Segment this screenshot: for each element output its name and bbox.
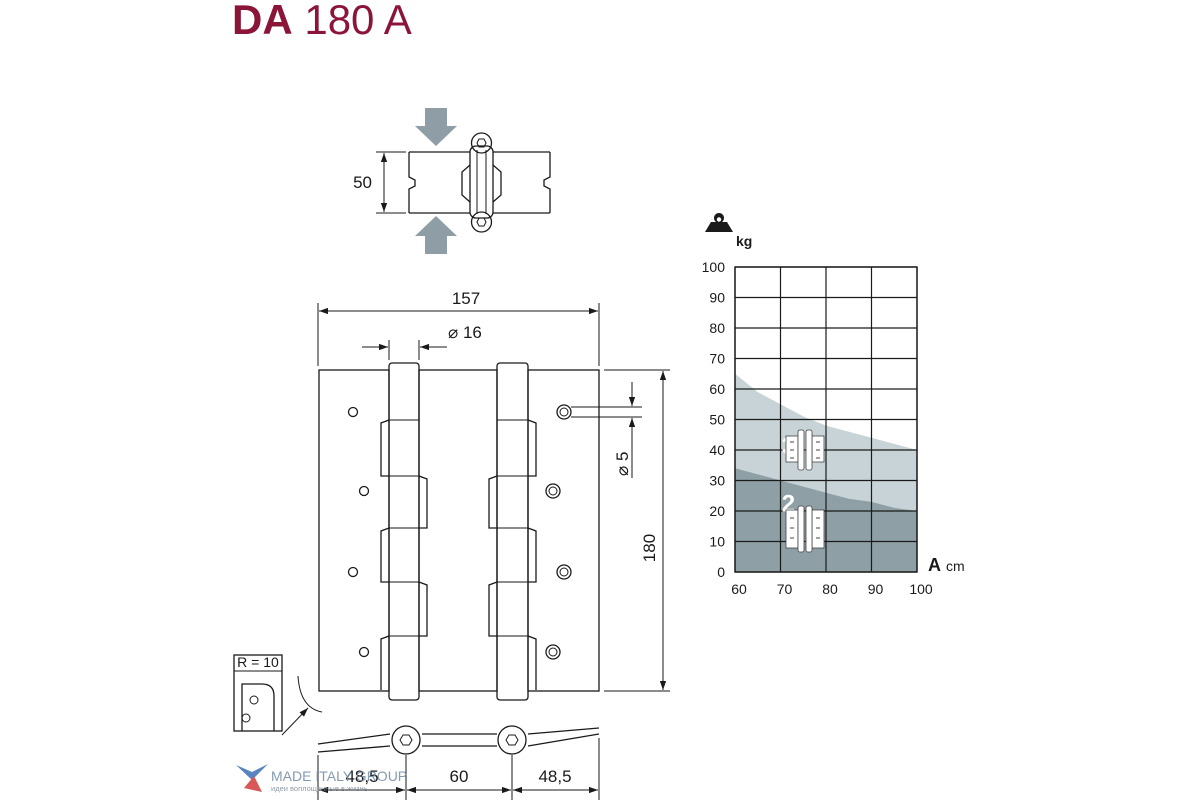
watermark: MADE ITALY GROUP идеи воплощенные в жизн… [236, 764, 407, 793]
x-tick-label: 80 [822, 581, 838, 597]
watermark-title: MADE ITALY GROUP [271, 768, 407, 784]
load-arrow-down-icon [415, 108, 457, 146]
top-view: 50 [353, 108, 551, 254]
y-tick-label: 40 [709, 442, 725, 458]
y-unit-label: kg [736, 233, 752, 249]
x-unit-label: cm [946, 558, 965, 574]
y-tick-label: 80 [709, 320, 725, 336]
hinge-size-2-icon [785, 505, 825, 553]
watermark-logo-icon [236, 764, 268, 780]
front-view: 157 ⌀ 16 ⌀ 5 [317, 289, 670, 701]
weight-icon [705, 213, 733, 232]
load-arrow-up-icon [415, 216, 457, 254]
x-tick-label: 70 [777, 581, 793, 597]
y-tick-label: 90 [709, 290, 725, 306]
x-tick-label: 60 [731, 581, 747, 597]
hole-diameter-dimension: ⌀ 5 [613, 452, 632, 476]
chart-frame [734, 266, 918, 573]
title-model-suffix: 180 A [292, 0, 412, 43]
y-tick-label: 100 [702, 259, 726, 275]
y-tick-label: 50 [709, 412, 725, 428]
bottom-middle-dimension: 60 [450, 767, 469, 786]
corner-radius-detail: R = 10 [233, 654, 323, 736]
bottom-view: 48,5 60 48,5 [317, 725, 600, 800]
x-axis-letter: A [928, 555, 941, 575]
bottom-left-dimension: 48,5 [345, 767, 378, 786]
y-tick-label: 70 [709, 351, 725, 367]
y-tick-label: 20 [709, 503, 725, 519]
bottom-right-dimension: 48,5 [538, 767, 571, 786]
x-tick-label: 90 [868, 581, 884, 597]
hinge-size-3-icon [785, 429, 825, 471]
load-capacity-chart: kg A cm 0 10 20 30 40 50 60 70 80 90 100 60 70 80 90 10… [702, 213, 965, 597]
overall-height-dimension: 180 [640, 534, 659, 562]
corner-radius-label: R = 10 [237, 654, 279, 670]
top-height-dimension: 50 [353, 173, 372, 192]
overall-width-dimension: 157 [452, 289, 480, 308]
watermark-subtitle: идеи воплощенные в жизнь [271, 784, 368, 793]
y-tick-label: 0 [717, 564, 725, 580]
x-tick-label: 100 [909, 581, 933, 597]
title-model-prefix: DA [232, 0, 293, 43]
y-tick-label: 10 [709, 534, 725, 550]
y-tick-label: 60 [709, 381, 725, 397]
pin-diameter-dimension: ⌀ 16 [448, 323, 482, 342]
y-tick-label: 30 [709, 473, 725, 489]
page-title: DA 180 A [232, 0, 412, 46]
